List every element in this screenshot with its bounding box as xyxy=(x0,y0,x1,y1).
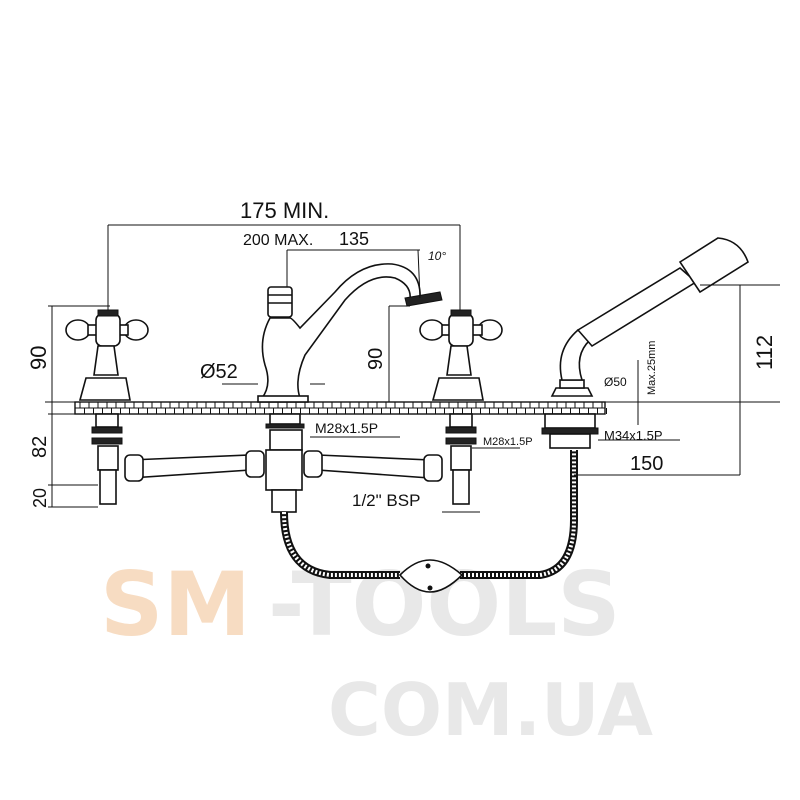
watermark-accent: SM xyxy=(100,553,251,656)
dim-valve-thread: M28x1.5P xyxy=(483,436,533,448)
dim-width-min: 175 MIN. xyxy=(240,198,329,223)
dim-shower-offset: 150 xyxy=(630,453,663,475)
dim-spout-height: 90 xyxy=(365,348,387,370)
dim-shower-height: 112 xyxy=(752,335,777,370)
dim-width-max: 200 MAX. xyxy=(243,232,313,249)
dim-tail-length: 20 xyxy=(30,488,50,508)
dim-spout-diameter: Ø52 xyxy=(200,361,238,383)
watermark: SM -TOOLS COM.UA xyxy=(100,553,653,752)
dim-spout-thread: M28x1.5P xyxy=(315,420,378,436)
dim-shower-diameter: Ø50 xyxy=(604,375,627,389)
connector-pipes xyxy=(124,450,443,482)
dim-spout-angle: 10° xyxy=(428,249,446,263)
dimension-lines xyxy=(48,224,780,513)
spout xyxy=(257,263,443,513)
deck xyxy=(45,401,780,415)
dim-spout-reach: 135 xyxy=(339,229,369,249)
dim-below-deck: 82 xyxy=(29,436,51,458)
watermark-domain: COM.UA xyxy=(328,668,653,752)
dim-shower-thread: M34x1.5P xyxy=(604,428,663,443)
dim-max-deck: Max.25mm xyxy=(646,341,658,395)
dimension-labels: 175 MIN. 200 MAX. 135 10° 90 90 Ø52 82 2… xyxy=(26,198,777,510)
dim-handle-height: 90 xyxy=(26,346,51,370)
hand-shower xyxy=(541,237,749,449)
shower-hose xyxy=(280,450,578,593)
dim-inlet: 1/2" BSP xyxy=(352,491,420,510)
right-valve xyxy=(419,309,503,505)
